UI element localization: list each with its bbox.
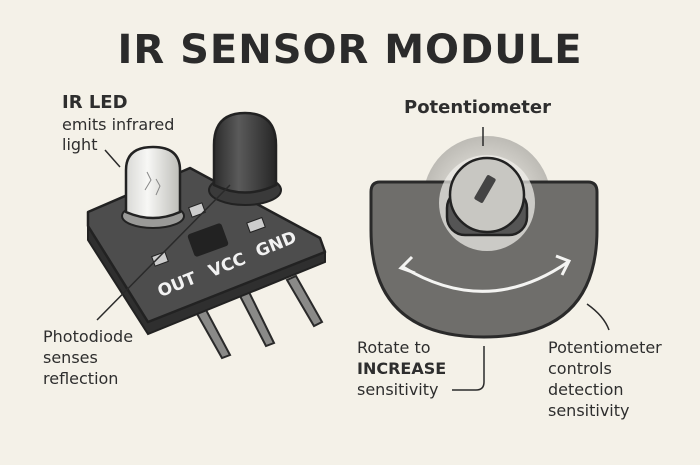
rotate-arrow: [402, 260, 569, 293]
control-note-4: sensitivity: [548, 401, 630, 420]
ic-chip: [187, 223, 229, 257]
rotate-note-1: Rotate to: [357, 338, 431, 357]
pot-base: [369, 180, 599, 339]
potentiometer-heading: Potentiometer: [404, 97, 551, 118]
rotate-note-2: INCREASE: [357, 359, 447, 378]
control-note-1: Potentiometer: [548, 338, 662, 357]
photodiode: [208, 111, 282, 206]
control-note-2: controls: [548, 359, 612, 378]
pcb-board: [86, 166, 327, 336]
ir-led-heading: IR LED: [62, 92, 128, 113]
ir-led: [121, 145, 185, 229]
header-pins: [194, 274, 324, 360]
photodiode-label-2: senses: [43, 348, 98, 367]
rotate-note-3: sensitivity: [357, 380, 439, 399]
control-note-3: detection: [548, 380, 624, 399]
photodiode-label-1: Photodiode: [43, 327, 134, 346]
photodiode-label-3: reflection: [43, 369, 119, 388]
ir-led-desc-1: emits infrared: [62, 115, 175, 134]
pot-knob: [445, 156, 529, 237]
page-title: IR SENSOR MODULE: [117, 27, 583, 73]
ir-led-desc-2: light: [62, 135, 98, 154]
